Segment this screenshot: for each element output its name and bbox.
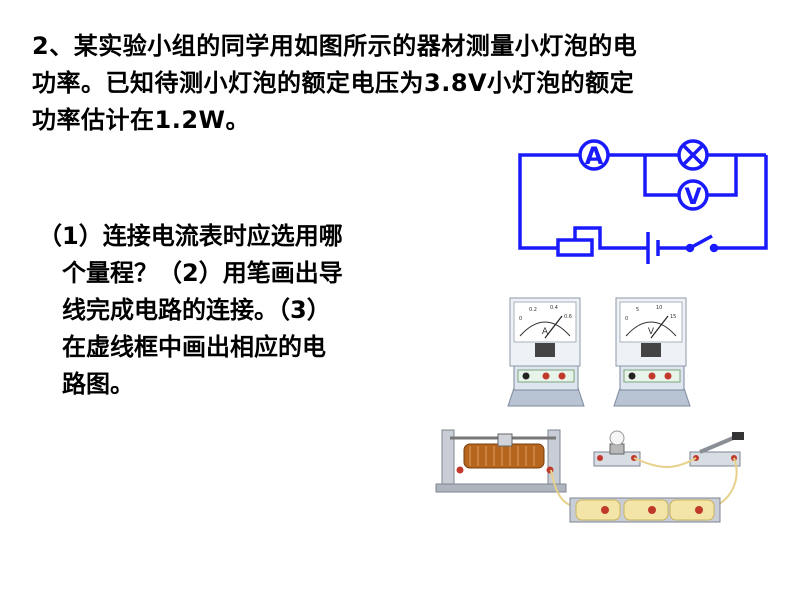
question-line-4: 在虚线框中画出相应的电: [62, 333, 326, 361]
question-line-1: （1）连接电流表时应选用哪: [38, 222, 343, 250]
ammeter-scale-0: 0: [519, 316, 522, 322]
problem-line-1: 2、某实验小组的同学用如图所示的器材测量小灯泡的电: [32, 32, 638, 60]
rheostat-slider: [573, 226, 612, 250]
circuit-wire-left: [518, 153, 580, 250]
ammeter-scale-2: 0.4: [550, 305, 558, 311]
rheostat-device: [435, 429, 567, 493]
ammeter-device-unit: A: [542, 327, 549, 337]
voltmeter-branch: [643, 155, 678, 197]
switch-device: [689, 432, 744, 467]
problem-statement: 2、某实验小组的同学用如图所示的器材测量小灯泡的电 功率。已知待测小灯泡的额定电…: [32, 28, 792, 139]
problem-line-3: 功率估计在1.2W。: [32, 106, 250, 134]
switch-blade: [689, 234, 713, 250]
voltmeter-scale-1: 5: [636, 307, 639, 313]
voltmeter-device-unit: V: [648, 327, 655, 337]
rheostat-symbol: [556, 238, 594, 257]
ammeter-symbol-label: A: [585, 142, 604, 170]
lamp-symbol: [677, 139, 709, 171]
lamp-device: [593, 430, 641, 467]
question-line-2: 个量程？（2）用笔画出导: [62, 259, 343, 287]
ammeter-symbol: [578, 139, 610, 171]
lamp-cross-b: [681, 143, 705, 167]
switch-contact-right: [709, 243, 719, 253]
voltmeter-branch-right: [708, 155, 738, 197]
battery-device: [569, 497, 721, 523]
question-list: （1）连接电流表时应选用哪 个量程？（2）用笔画出导 线完成电路的连接。（3） …: [38, 218, 438, 403]
ammeter-scale-3: 0.6: [564, 314, 572, 320]
circuit-wire-right: [714, 155, 768, 250]
ammeter-scale-1: 0.2: [529, 307, 537, 313]
ammeter-device: A 0 0.2 0.4 0.6: [507, 297, 585, 407]
voltmeter-device: V 0 5 10 15: [613, 297, 691, 407]
question-line-3: 线完成电路的连接。（3）: [62, 296, 331, 324]
voltmeter-scale-3: 15: [670, 314, 676, 320]
voltmeter-symbol: [677, 179, 709, 211]
voltmeter-symbol-label: V: [684, 185, 701, 210]
circuit-diagram: [518, 139, 768, 264]
voltmeter-scale-0: 0: [625, 316, 628, 322]
voltmeter-scale-2: 10: [656, 305, 662, 311]
problem-line-2: 功率。已知待测小灯泡的额定电压为3.8V小灯泡的额定: [32, 69, 635, 97]
question-line-5: 路图。: [62, 370, 134, 398]
